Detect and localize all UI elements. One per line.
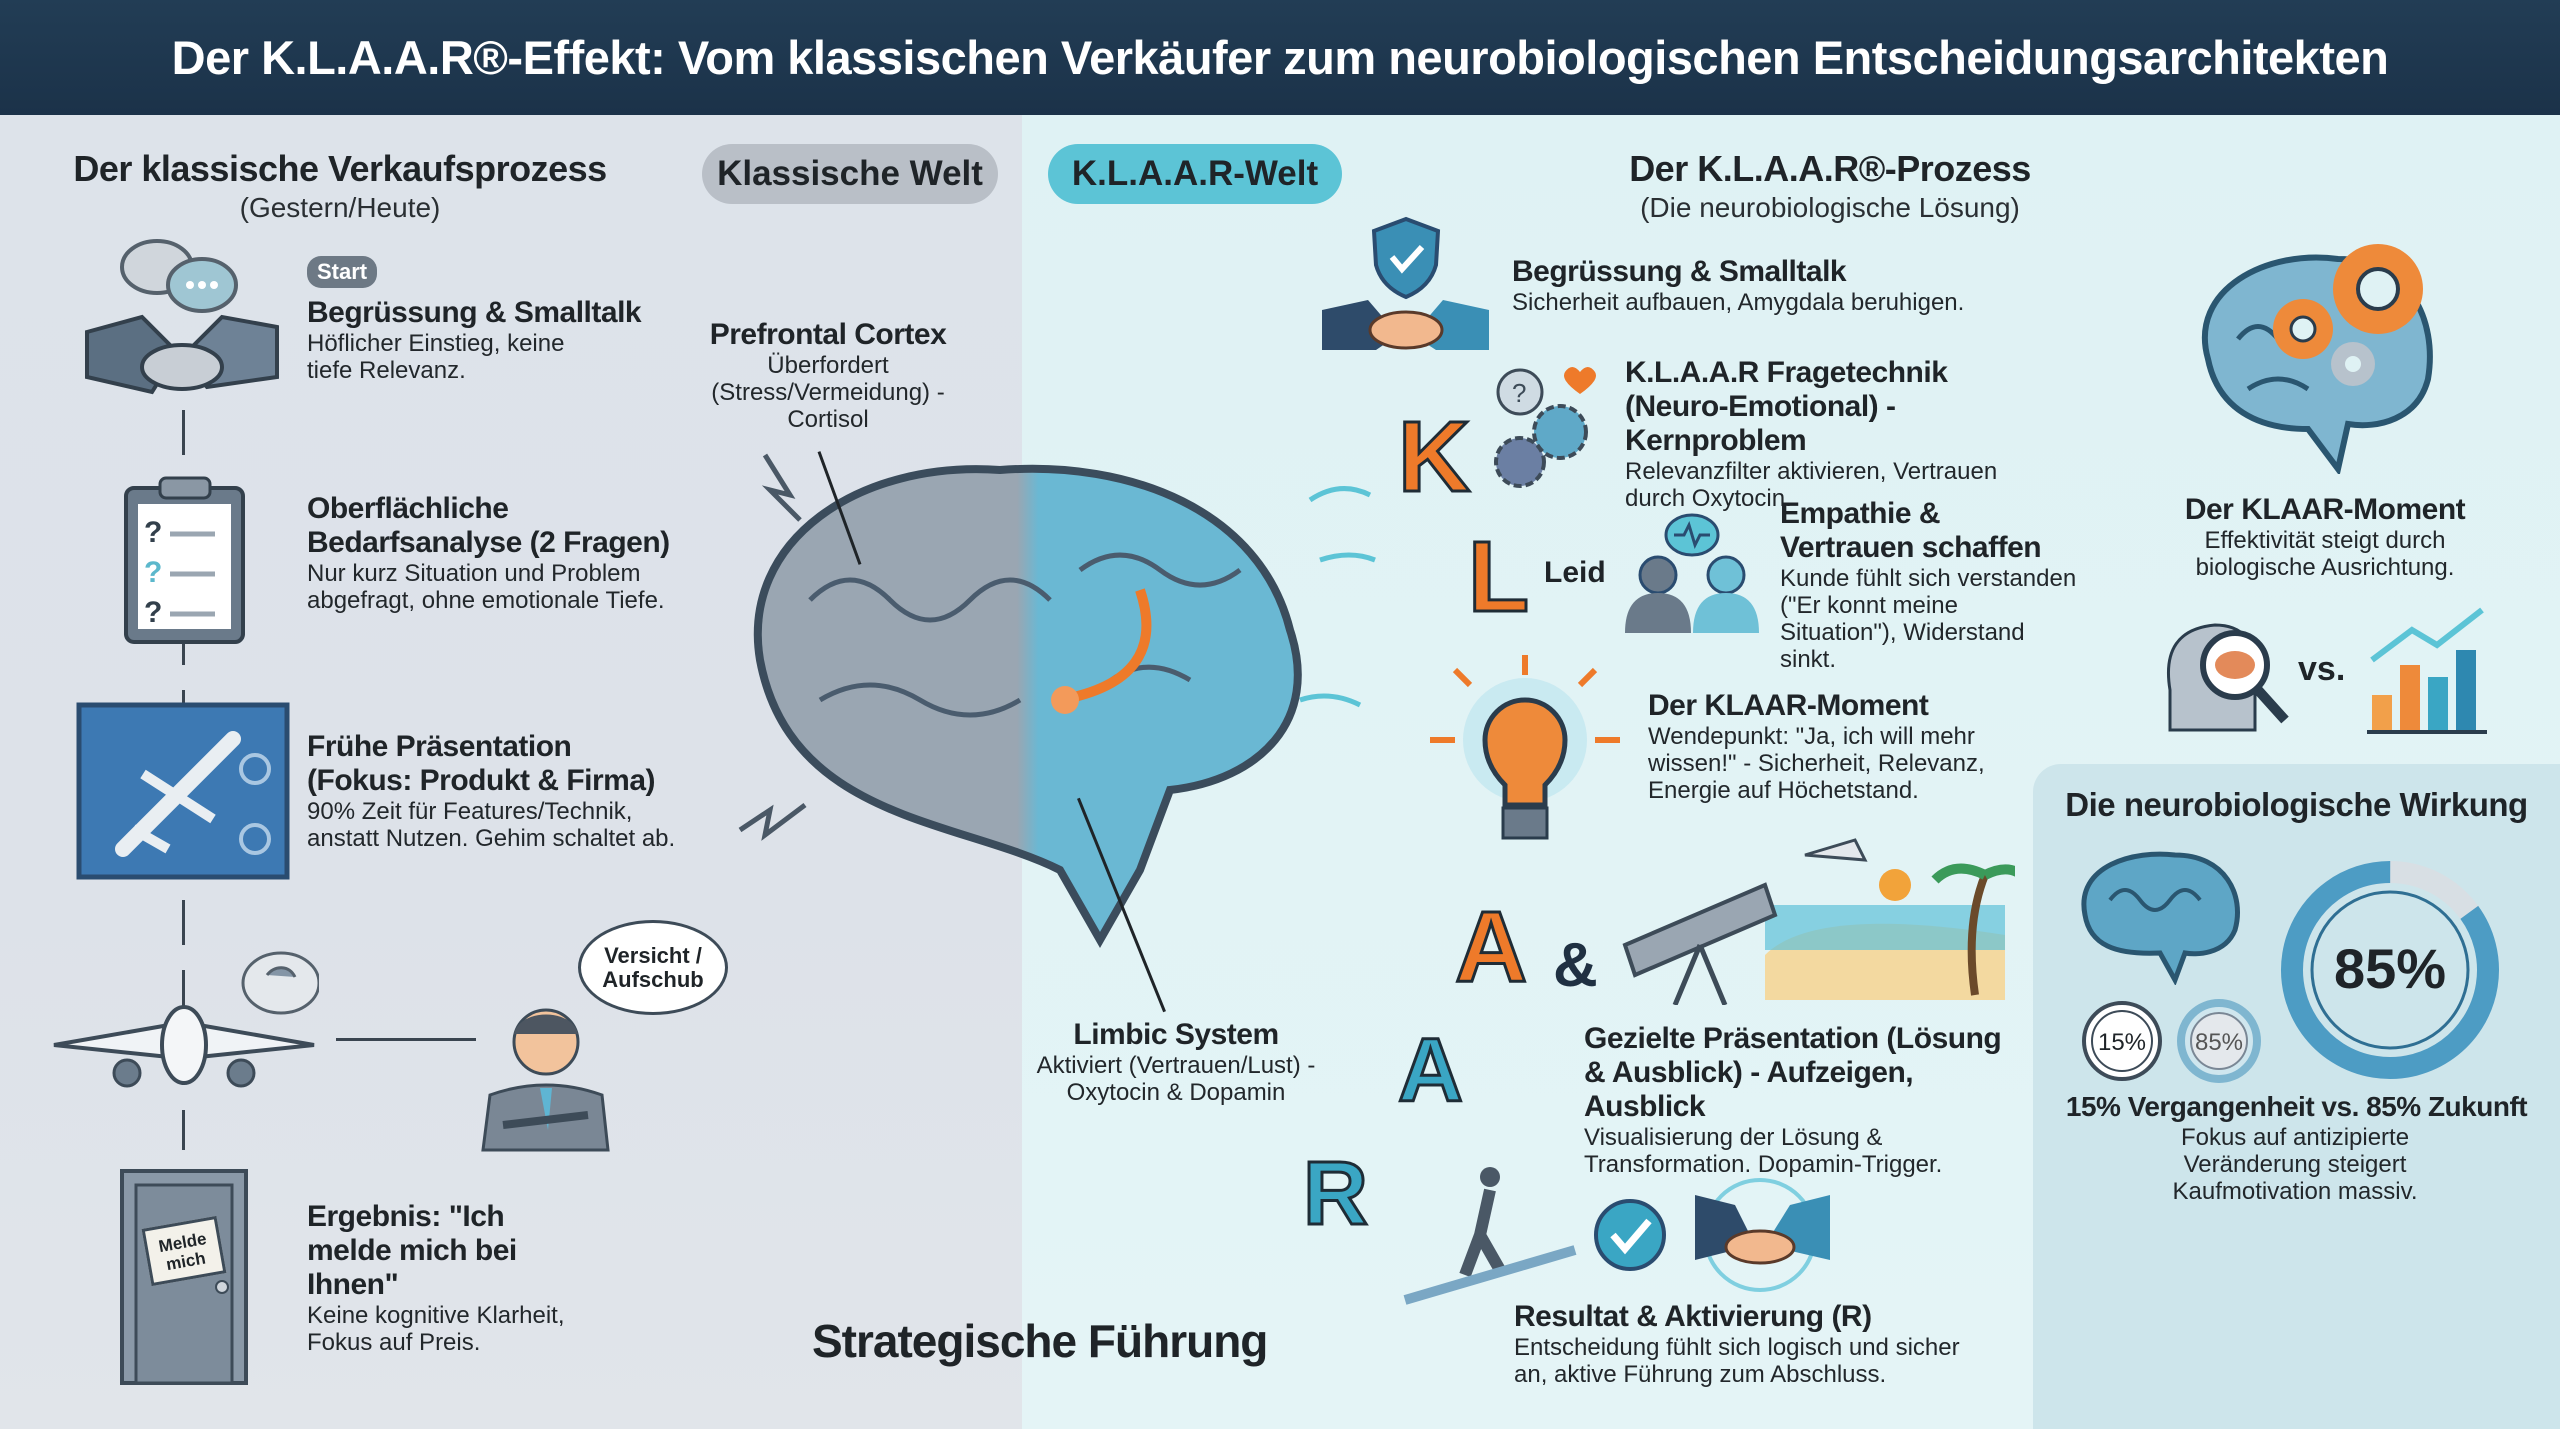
step-heading: Empathie & Vertrauen schaffen xyxy=(1780,497,2042,564)
strategic-leadership-label: Strategische Führung xyxy=(812,1315,1268,1367)
klaar-moment-title: Der KLAAR-Moment xyxy=(2184,493,2466,526)
page-title: Der K.L.A.A.R®-Effekt: Vom klassischen V… xyxy=(0,0,2560,115)
growth-chart-icon xyxy=(2367,607,2487,734)
step-desc: Visualisierung der Lösung & Transformati… xyxy=(1584,1124,1943,1178)
klaar-moment-desc: Effektivität steigt durch biologische Au… xyxy=(2195,527,2455,581)
step-heading: Resultat & Aktivierung (R) xyxy=(1514,1300,1872,1333)
small-donut-15-label: 15% xyxy=(2098,1029,2146,1056)
blueprint-airplane-icon xyxy=(76,702,290,880)
brain-illustration xyxy=(738,453,1376,949)
prefrontal-title: Prefrontal Cortex xyxy=(709,318,947,351)
step-desc: Kunde fühlt sich verstanden ("Er konnt m… xyxy=(1780,565,2077,673)
svg-text:?: ? xyxy=(144,596,162,629)
walking-checkmark-handshake-icon xyxy=(1403,1167,1830,1305)
donut-85-label: 85% xyxy=(2334,937,2446,1000)
limbic-title: Limbic System xyxy=(1073,1018,1279,1051)
letter-a-2: A xyxy=(1397,1020,1465,1123)
small-donut-85: 85% xyxy=(2177,999,2261,1083)
left-step-3: Frühe Präsentation (Fokus: Produkt & Fir… xyxy=(307,730,707,852)
hesitant-customer-icon xyxy=(481,1008,610,1152)
step-desc: Höflicher Einstieg, keine tiefe Relevanz… xyxy=(307,330,565,384)
pill-klaar-world: K.L.A.A.R-Welt xyxy=(1048,144,1342,204)
airplane-icon xyxy=(53,951,319,1088)
vs-label: vs. xyxy=(2298,650,2346,688)
past-vs-future-caption: 15% Vergangenheit vs. 85% Zukunft xyxy=(2065,1091,2528,1122)
pill-classic-world: Klassische Welt xyxy=(702,144,998,204)
step-heading: Frühe Präsentation (Fokus: Produkt & Fir… xyxy=(307,730,656,797)
empathy-people-icon xyxy=(1625,513,1759,633)
head-magnifier-icon xyxy=(2167,623,2289,732)
left-subtitle: (Gestern/Heute) xyxy=(239,192,441,223)
right-step-2: K.L.A.A.R Fragetechnik (Neuro-Emotional)… xyxy=(1625,356,2055,512)
step-heading: Begrüssung & Smalltalk xyxy=(1512,255,1847,288)
ampersand: & xyxy=(1553,931,1598,1000)
left-step-2: Oberflächliche Bedarfsanalyse (2 Fragen)… xyxy=(307,492,687,614)
step-heading: Der KLAAR-Moment xyxy=(1648,689,1929,722)
step-desc: Relevanzfilter aktivieren, Vertrauen dur… xyxy=(1625,458,1998,512)
small-donut-85-label: 85% xyxy=(2195,1029,2243,1056)
telescope-beach-icon xyxy=(1622,838,2015,1005)
connector-line xyxy=(336,1038,476,1041)
letter-r: R xyxy=(1302,1143,1370,1246)
step-heading: Oberflächliche Bedarfsanalyse (2 Fragen) xyxy=(307,492,670,559)
step-desc: Wendepunkt: "Ja, ich will mehr wissen!" … xyxy=(1648,723,1985,804)
brain-gears-icon xyxy=(2201,244,2433,474)
svg-text:?: ? xyxy=(1512,378,1526,408)
neuro-effect-title: Die neurobiologische Wirkung xyxy=(2065,786,2528,823)
leid-label: Leid xyxy=(1544,556,1606,589)
clipboard-questions-icon: ??? xyxy=(124,476,245,644)
step-desc: Nur kurz Situation und Problem abgefragt… xyxy=(307,560,665,614)
step-heading: Begrüssung & Smalltalk xyxy=(307,296,642,329)
start-badge: Start xyxy=(307,256,378,288)
right-title: Der K.L.A.A.R®-Prozess xyxy=(1629,148,2031,189)
left-step-result: Ergebnis: "Ich melde mich bei Ihnen"Kein… xyxy=(307,1200,597,1356)
letter-k: K xyxy=(1396,400,1471,515)
handshake-icon xyxy=(85,239,279,395)
svg-text:?: ? xyxy=(144,556,162,589)
svg-text:?: ? xyxy=(144,516,162,549)
right-step-6: Resultat & Aktivierung (R)Entscheidung f… xyxy=(1514,1300,1984,1388)
left-title: Der klassische Verkaufsprozess xyxy=(73,148,607,189)
limbic-desc: Aktiviert (Vertrauen/Lust) - Oxytocin & … xyxy=(1036,1052,1316,1106)
right-subtitle: (Die neurobiologische Lösung) xyxy=(1640,192,2020,223)
step-desc: Keine kognitive Klarheit, Fokus auf Prei… xyxy=(307,1302,565,1356)
past-vs-future-desc: Fokus auf antizipierte Veränderung steig… xyxy=(2172,1124,2418,1205)
step-heading: Ergebnis: "Ich melde mich bei Ihnen" xyxy=(307,1200,517,1301)
step-desc: 90% Zeit für Features/Technik, anstatt N… xyxy=(307,798,676,852)
step-heading: Gezielte Präsentation (Lösung & Ausblick… xyxy=(1584,1022,2002,1123)
small-donut-15: 15% xyxy=(2082,1001,2162,1081)
step-heading: K.L.A.A.R Fragetechnik (Neuro-Emotional)… xyxy=(1625,356,1948,457)
question-gears-heart-icon: ? xyxy=(1494,367,1596,488)
step-desc: Sicherheit aufbauen, Amygdala beruhigen. xyxy=(1512,289,1965,316)
donut-85-arc xyxy=(2281,861,2499,1079)
thought-bubble: Versicht / Aufschub xyxy=(578,920,728,1015)
letter-a-1: A xyxy=(1453,890,1528,1005)
step-desc: Entscheidung fühlt sich logisch und sich… xyxy=(1514,1334,1960,1388)
shield-handshake-icon xyxy=(1322,216,1489,350)
prefrontal-desc: Überfordert (Stress/Vermeidung) - Cortis… xyxy=(711,352,945,433)
lightbulb-icon xyxy=(1430,655,1620,840)
letter-l: L xyxy=(1466,520,1530,635)
donut-85-percent: 85% xyxy=(2281,861,2499,1079)
right-step-5: Gezielte Präsentation (Lösung & Ausblick… xyxy=(1584,1022,2024,1178)
brain-icon xyxy=(2081,851,2240,985)
